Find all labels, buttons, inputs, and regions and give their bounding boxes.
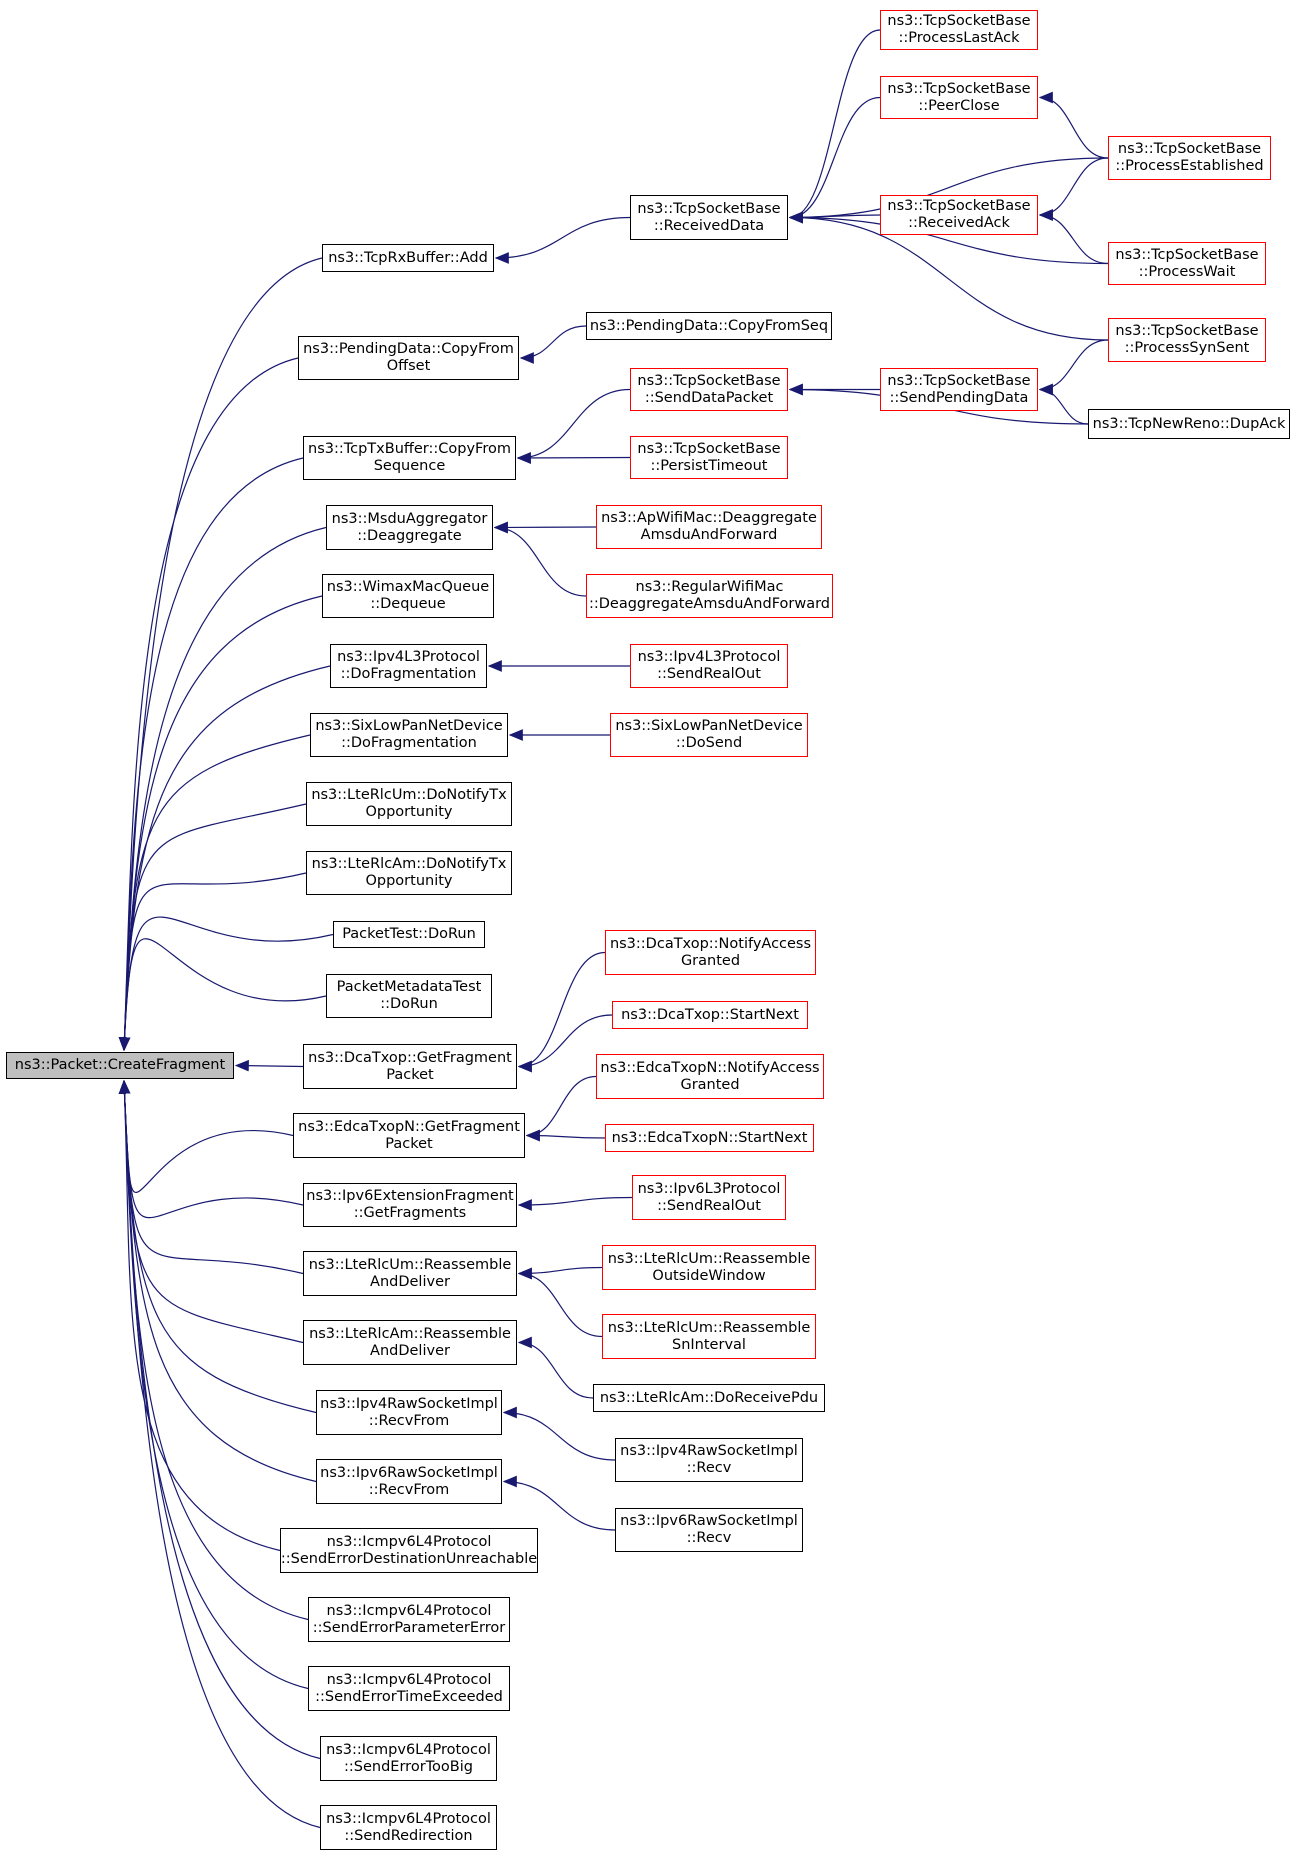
edge-icmp_time_exceeded-to-root (118, 1079, 309, 1690)
node-process-syn-sent[interactable]: ns3::TcpSocketBase ::ProcessSynSent (1108, 318, 1266, 362)
node-process-last-ack[interactable]: ns3::TcpSocketBase ::ProcessLastAck (880, 10, 1038, 50)
edge-rlc_am_receive_pdu-to-rlc_am_reassemble (517, 1336, 594, 1399)
edge-rlc_am_notify-to-root (118, 872, 307, 1052)
edge-process_wait-to-received_data (788, 211, 1109, 265)
edge-regular_deaggregate-to-deaggregate (493, 521, 587, 597)
edge-rlc_um_reassemble-to-root (118, 1079, 304, 1275)
node-ipv4-raw-recv[interactable]: ns3::Ipv4RawSocketImpl ::Recv (615, 1438, 803, 1482)
node-icmp-redirection[interactable]: ns3::Icmpv6L4Protocol ::SendRedirection (320, 1805, 497, 1850)
node-process-established[interactable]: ns3::TcpSocketBase ::ProcessEstablished (1108, 136, 1271, 180)
edge-ap_deaggregate-to-deaggregate (493, 521, 597, 534)
node-icmp-param-error[interactable]: ns3::Icmpv6L4Protocol ::SendErrorParamet… (308, 1597, 510, 1642)
node-peer-close[interactable]: ns3::TcpSocketBase ::PeerClose (880, 76, 1038, 119)
edge-process_syn_sent-to-received_data (788, 211, 1109, 341)
edge-rlc_um_outside_window-to-rlc_um_reassemble (517, 1266, 603, 1280)
edge-process_last_ack-to-received_data (788, 29, 881, 224)
edge-send_data_packet-to-copy_from_sequence (516, 388, 631, 464)
node-dup-ack[interactable]: ns3::TcpNewReno::DupAck (1088, 409, 1290, 439)
node-icmp-too-big[interactable]: ns3::Icmpv6L4Protocol ::SendErrorTooBig (320, 1736, 497, 1781)
edge-edca_notify_access-to-edca_get_fragment (525, 1075, 597, 1142)
node-dca-notify-access[interactable]: ns3::DcaTxop::NotifyAccess Granted (605, 930, 816, 975)
node-icmp-dest-unreachable[interactable]: ns3::Icmpv6L4Protocol ::SendErrorDestina… (280, 1528, 538, 1573)
node-edca-get-fragment[interactable]: ns3::EdcaTxopN::GetFragment Packet (293, 1113, 525, 1158)
node-tcp-rx-buffer-add[interactable]: ns3::TcpRxBuffer::Add (322, 244, 494, 272)
node-persist-timeout[interactable]: ns3::TcpSocketBase ::PersistTimeout (630, 436, 788, 479)
edge-persist_timeout-to-copy_from_sequence (516, 452, 631, 464)
node-deaggregate[interactable]: ns3::MsduAggregator ::Deaggregate (326, 505, 493, 550)
edge-packet_test-to-root (118, 916, 334, 1052)
node-wimax-dequeue[interactable]: ns3::WimaxMacQueue ::Dequeue (322, 574, 494, 618)
node-sixlowpan-do-fragmentation[interactable]: ns3::SixLowPanNetDevice ::DoFragmentatio… (310, 713, 508, 757)
edge-ipv6_raw_recv_from-to-root (118, 1079, 317, 1483)
node-ipv4-send-real-out[interactable]: ns3::Ipv4L3Protocol ::SendRealOut (630, 644, 788, 688)
node-ipv6-raw-recv[interactable]: ns3::Ipv6RawSocketImpl ::Recv (615, 1508, 803, 1552)
edge-edca_get_fragment-to-root (118, 1079, 294, 1193)
node-dca-get-fragment[interactable]: ns3::DcaTxop::GetFragment Packet (303, 1044, 517, 1089)
node-send-pending-data[interactable]: ns3::TcpSocketBase ::SendPendingData (880, 368, 1038, 411)
node-rlc-um-reassemble[interactable]: ns3::LteRlcUm::Reassemble AndDeliver (303, 1251, 517, 1296)
node-received-data[interactable]: ns3::TcpSocketBase ::ReceivedData (630, 195, 788, 240)
edge-process_wait-to-received_ack (1038, 209, 1109, 265)
node-rlc-um-outside-window[interactable]: ns3::LteRlcUm::Reassemble OutsideWindow (602, 1245, 816, 1290)
edge-icmp_too_big-to-root (118, 1079, 321, 1760)
edge-ipv6_raw_recv-to-ipv6_raw_recv_from (502, 1475, 616, 1531)
edge-rlc_um_sn_interval-to-rlc_um_reassemble (517, 1267, 603, 1338)
node-regular-deaggregate[interactable]: ns3::RegularWifiMac ::DeaggregateAmsduAn… (586, 574, 833, 618)
edge-packet_metadata_test-to-root (118, 938, 327, 1052)
node-send-data-packet[interactable]: ns3::TcpSocketBase ::SendDataPacket (630, 368, 788, 411)
edge-process_established-to-received_ack (1038, 157, 1109, 221)
node-packet-metadata-test[interactable]: PacketMetadataTest ::DoRun (326, 974, 492, 1018)
node-rlc-am-receive-pdu[interactable]: ns3::LteRlcAm::DoReceivePdu (593, 1384, 825, 1412)
node-copy-from-sequence[interactable]: ns3::TcpTxBuffer::CopyFrom Sequence (303, 436, 516, 480)
node-root: ns3::Packet::CreateFragment (6, 1052, 234, 1079)
edge-dca_get_fragment-to-root (234, 1059, 304, 1072)
node-rlc-um-notify[interactable]: ns3::LteRlcUm::DoNotifyTx Opportunity (306, 782, 512, 826)
edge-rlc_um_notify-to-root (118, 803, 307, 1052)
edge-rlc_am_reassemble-to-root (118, 1079, 304, 1344)
node-dca-start-next[interactable]: ns3::DcaTxop::StartNext (612, 1001, 808, 1029)
edge-copy_from_offset-to-root (118, 357, 299, 1052)
node-received-ack[interactable]: ns3::TcpSocketBase ::ReceivedAck (880, 195, 1038, 235)
node-edca-start-next[interactable]: ns3::EdcaTxopN::StartNext (605, 1124, 814, 1152)
node-ipv4-do-fragmentation[interactable]: ns3::Ipv4L3Protocol ::DoFragmentation (330, 644, 487, 688)
node-ap-deaggregate[interactable]: ns3::ApWifiMac::Deaggregate AmsduAndForw… (596, 505, 822, 549)
edge-dup_ack-to-send_pending_data (1038, 383, 1089, 425)
node-ipv4-raw-recv-from[interactable]: ns3::Ipv4RawSocketImpl ::RecvFrom (316, 1390, 502, 1435)
edge-ipv4_do_fragmentation-to-root (118, 665, 331, 1052)
edge-received_data-to-add (494, 216, 631, 264)
node-copy-from-offset[interactable]: ns3::PendingData::CopyFrom Offset (298, 336, 519, 380)
edge-process_established-to-peer_close (1038, 91, 1109, 159)
edge-process_syn_sent-to-send_pending_data (1038, 339, 1109, 396)
node-rlc-am-reassemble[interactable]: ns3::LteRlcAm::Reassemble AndDeliver (303, 1320, 517, 1365)
edge-icmp_redirection-to-root (118, 1079, 321, 1829)
edge-icmp_dest_unreach-to-root (118, 1079, 281, 1552)
node-copy-from-seq[interactable]: ns3::PendingData::CopyFromSeq (586, 312, 832, 340)
edge-ipv4_raw_recv-to-ipv4_raw_recv_from (502, 1406, 616, 1461)
node-packet-test[interactable]: PacketTest::DoRun (333, 921, 485, 948)
edge-add-to-root (118, 257, 323, 1052)
edge-edca_start_next-to-edca_get_fragment (525, 1129, 606, 1142)
node-sixlowpan-do-send[interactable]: ns3::SixLowPanNetDevice ::DoSend (610, 713, 808, 757)
edge-copy_from_seq-to-copy_from_offset (519, 325, 587, 364)
edge-sixlowpan_do_fragmentation-to-root (118, 734, 311, 1052)
edge-wimax_dequeue-to-root (118, 595, 323, 1052)
edge-peer_close-to-received_data (788, 96, 881, 224)
node-ipv6-raw-recv-from[interactable]: ns3::Ipv6RawSocketImpl ::RecvFrom (316, 1459, 502, 1504)
node-rlc-am-notify[interactable]: ns3::LteRlcAm::DoNotifyTx Opportunity (306, 851, 512, 895)
edge-ipv4_raw_recv_from-to-root (118, 1079, 317, 1414)
edge-dca_notify_access-to-dca_get_fragment (517, 951, 606, 1073)
node-icmp-time-exceeded[interactable]: ns3::Icmpv6L4Protocol ::SendErrorTimeExc… (308, 1666, 510, 1711)
edge-ipv6_get_fragments-to-root (118, 1079, 304, 1219)
node-edca-notify-access[interactable]: ns3::EdcaTxopN::NotifyAccess Granted (596, 1054, 824, 1099)
edge-process_established-to-received_data (788, 157, 1109, 224)
node-ipv6-get-fragments[interactable]: ns3::Ipv6ExtensionFragment ::GetFragment… (303, 1183, 517, 1227)
node-ipv6-send-real-out[interactable]: ns3::Ipv6L3Protocol ::SendRealOut (632, 1175, 786, 1220)
node-rlc-um-sn-interval[interactable]: ns3::LteRlcUm::Reassemble SnInterval (602, 1314, 816, 1359)
edge-copy_from_sequence-to-root (118, 457, 304, 1052)
node-process-wait[interactable]: ns3::TcpSocketBase ::ProcessWait (1108, 242, 1266, 285)
edge-ipv6_send_real_out-to-ipv6_get_fragments (517, 1196, 633, 1211)
edge-dca_start_next-to-dca_get_fragment (517, 1014, 613, 1073)
